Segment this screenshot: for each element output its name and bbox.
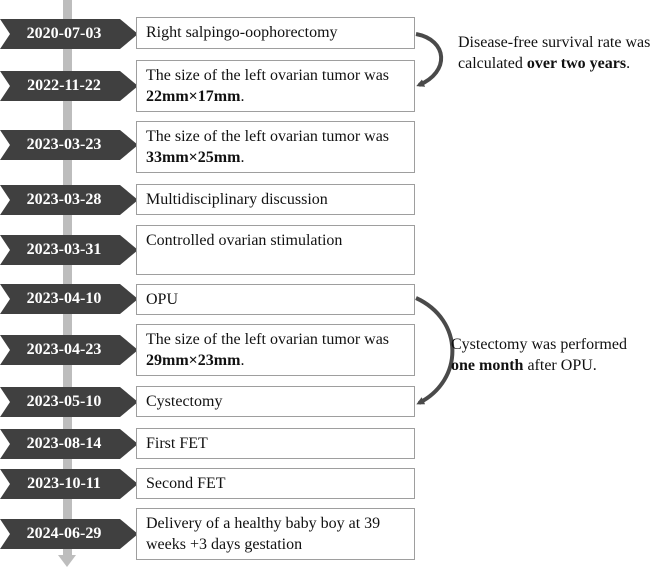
event-text: Delivery of a healthy baby boy at 39 wee… — [146, 515, 381, 553]
curved-arrow-survival — [415, 32, 444, 87]
note-survival-line1: Disease-free survival rate was — [458, 34, 651, 51]
event-text: Multidisciplinary discussion — [146, 191, 328, 208]
note-survival-post: . — [626, 55, 631, 72]
note-survival-bold: over two years — [526, 55, 627, 72]
event-text: First FET — [146, 435, 208, 452]
date-tag: 2022-11-22 — [0, 71, 138, 101]
event-bold-value: 22mm×17mm — [146, 88, 241, 105]
event-box: Second FET — [136, 468, 415, 499]
curved-arrow-cystectomy — [415, 296, 455, 405]
date-tag: 2023-10-11 — [0, 469, 138, 499]
event-box: The size of the left ovarian tumor was 3… — [136, 121, 415, 173]
event-text: Cystectomy — [146, 393, 223, 410]
event-text: OPU — [146, 291, 179, 308]
date-tag: 2020-07-03 — [0, 19, 138, 49]
event-text-tail: . — [240, 149, 245, 166]
date-tag: 2023-03-23 — [0, 130, 138, 160]
event-box: The size of the left ovarian tumor was 2… — [136, 324, 415, 376]
note-cystectomy-bold: one month — [451, 357, 524, 374]
event-bold-value: 33mm×25mm — [146, 149, 241, 166]
event-box: OPU — [136, 284, 415, 315]
event-text: Right salpingo-oophorectomy — [146, 24, 338, 41]
note-survival-pre: calculated — [458, 55, 527, 72]
event-box: Controlled ovarian stimulation — [136, 225, 415, 275]
date-tag: 2023-03-28 — [0, 185, 138, 215]
timeline-arrowhead — [58, 555, 76, 567]
event-box: Multidisciplinary discussion — [136, 184, 415, 215]
event-text: The size of the left ovarian tumor was — [146, 331, 390, 348]
timeline-axis — [63, 0, 72, 557]
date-tag: 2023-03-31 — [0, 235, 138, 265]
note-cystectomy-post: after OPU. — [523, 357, 597, 374]
event-text: The size of the left ovarian tumor was — [146, 128, 390, 145]
event-text: Controlled ovarian stimulation — [146, 232, 343, 249]
note-cystectomy-line1: Cystectomy was performed — [451, 336, 627, 353]
event-box: The size of the left ovarian tumor was 2… — [136, 60, 415, 112]
event-box: Right salpingo-oophorectomy — [136, 17, 415, 49]
date-tag: 2023-04-10 — [0, 284, 138, 314]
event-bold-value: 29mm×23mm — [146, 352, 241, 369]
event-text: Second FET — [146, 475, 226, 492]
date-tag: 2024-06-29 — [0, 519, 138, 549]
event-text: The size of the left ovarian tumor was — [146, 67, 390, 84]
event-text-tail: . — [240, 88, 245, 105]
date-tag: 2023-04-23 — [0, 335, 138, 365]
note-survival: Disease-free survival rate was calculate… — [458, 32, 668, 74]
date-tag: 2023-05-10 — [0, 387, 138, 417]
date-tag: 2023-08-14 — [0, 429, 138, 459]
event-text-tail: . — [240, 352, 245, 369]
note-cystectomy: Cystectomy was performed one month after… — [451, 334, 666, 376]
event-box: Cystectomy — [136, 386, 415, 417]
event-box: Delivery of a healthy baby boy at 39 wee… — [136, 508, 415, 560]
event-box: First FET — [136, 428, 415, 459]
